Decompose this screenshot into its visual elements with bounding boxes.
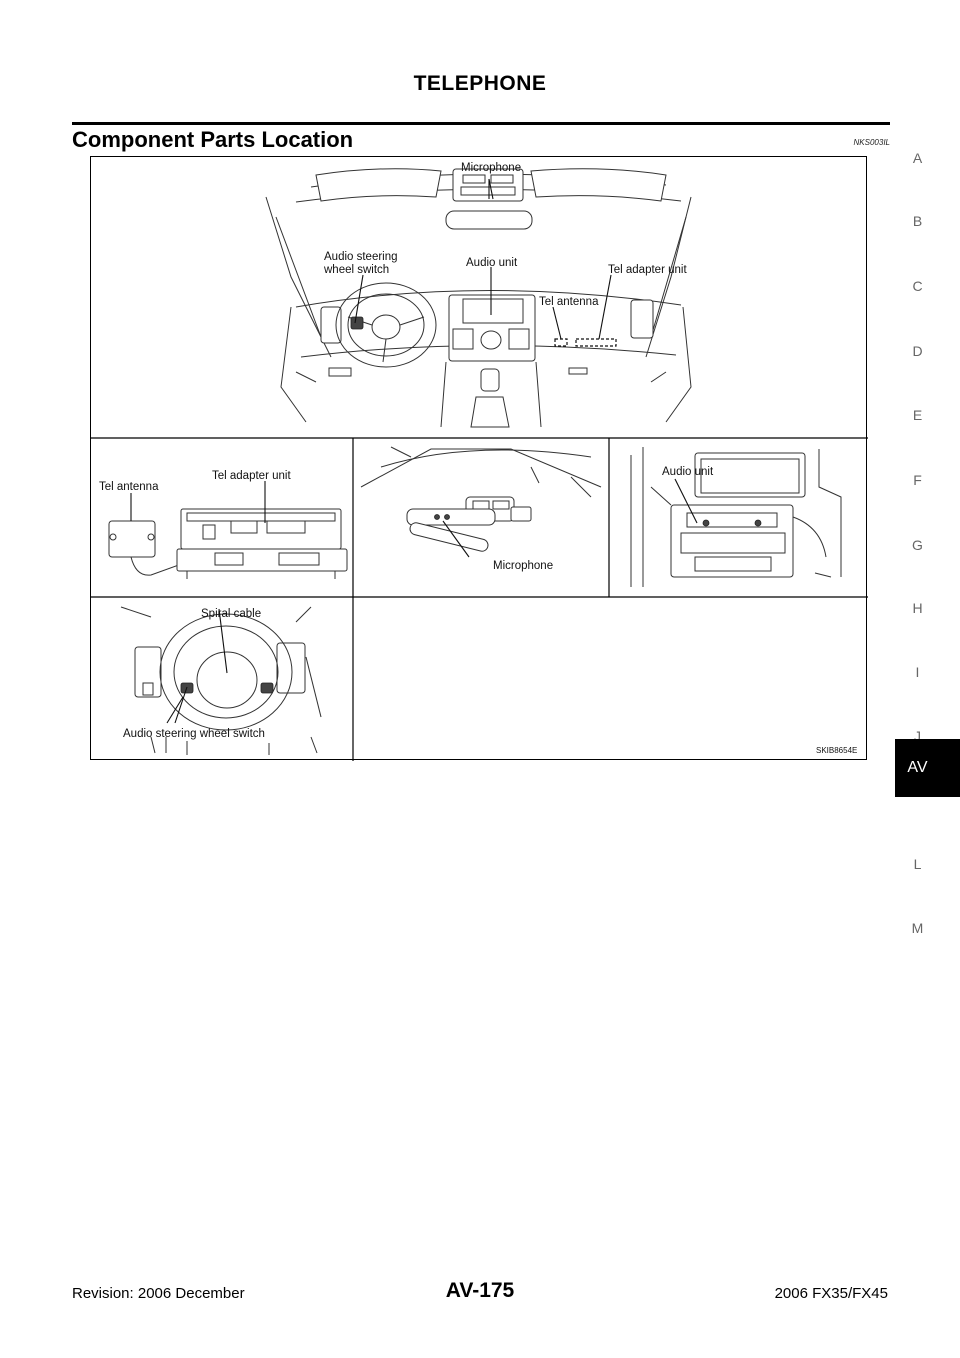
figure-illustration: Microphone Audio steering wheel switch A… (91, 162, 868, 761)
label-audio-steering-wheel-switch: Audio steering wheel switch (123, 728, 265, 740)
label-tel-antenna-top: Tel antenna (539, 296, 599, 308)
side-index-d[interactable]: D (912, 343, 923, 359)
label-tel-antenna-left: Tel antenna (99, 481, 159, 493)
steering-wheel-art (120, 606, 322, 755)
audio-unit-art (630, 447, 842, 587)
section-title: Component Parts Location (72, 127, 354, 152)
header-rule (72, 122, 890, 125)
section-code: NKS003IL (853, 138, 890, 147)
side-index-av-active[interactable]: AV (895, 739, 960, 797)
dashboard-overview-art (265, 168, 692, 428)
label-audio-unit-right: Audio unit (662, 466, 714, 478)
side-index-h[interactable]: H (912, 600, 923, 616)
side-index-m[interactable]: M (911, 920, 924, 936)
label-tel-adapter-left: Tel adapter unit (212, 470, 291, 482)
side-index-g[interactable]: G (912, 537, 923, 553)
figure-image-code: SKIB8654E (816, 746, 857, 755)
page-header-title: TELEPHONE (413, 72, 547, 95)
component-location-figure: Microphone Audio steering wheel switch A… (90, 156, 868, 761)
side-index: A B C D E F G H I J AV L M (895, 0, 960, 1358)
label-audio-unit-top: Audio unit (466, 257, 518, 269)
side-index-l[interactable]: L (913, 856, 922, 872)
label-tel-adapter-top: Tel adapter unit (608, 264, 687, 276)
side-index-i[interactable]: I (915, 664, 920, 680)
label-spiral-cable: Spiral cable (201, 608, 261, 620)
label-wheel-switch-top: wheel switch (323, 264, 389, 276)
label-microphone-top: Microphone (461, 162, 521, 174)
side-index-e[interactable]: E (912, 407, 923, 423)
label-microphone-mid: Microphone (493, 560, 553, 572)
tel-adapter-art (108, 508, 348, 579)
footer-page-number: AV-175 (445, 1279, 515, 1302)
footer-revision: Revision: 2006 December (72, 1285, 245, 1302)
side-index-b[interactable]: B (912, 213, 923, 229)
side-index-f[interactable]: F (913, 472, 922, 488)
side-index-j[interactable]: J (914, 728, 921, 744)
footer-model: 2006 FX35/FX45 (774, 1285, 888, 1302)
side-index-c[interactable]: C (912, 278, 923, 294)
side-index-a[interactable]: A (912, 150, 923, 166)
microphone-art (360, 446, 602, 552)
label-audio-steering-top: Audio steering (324, 251, 398, 263)
